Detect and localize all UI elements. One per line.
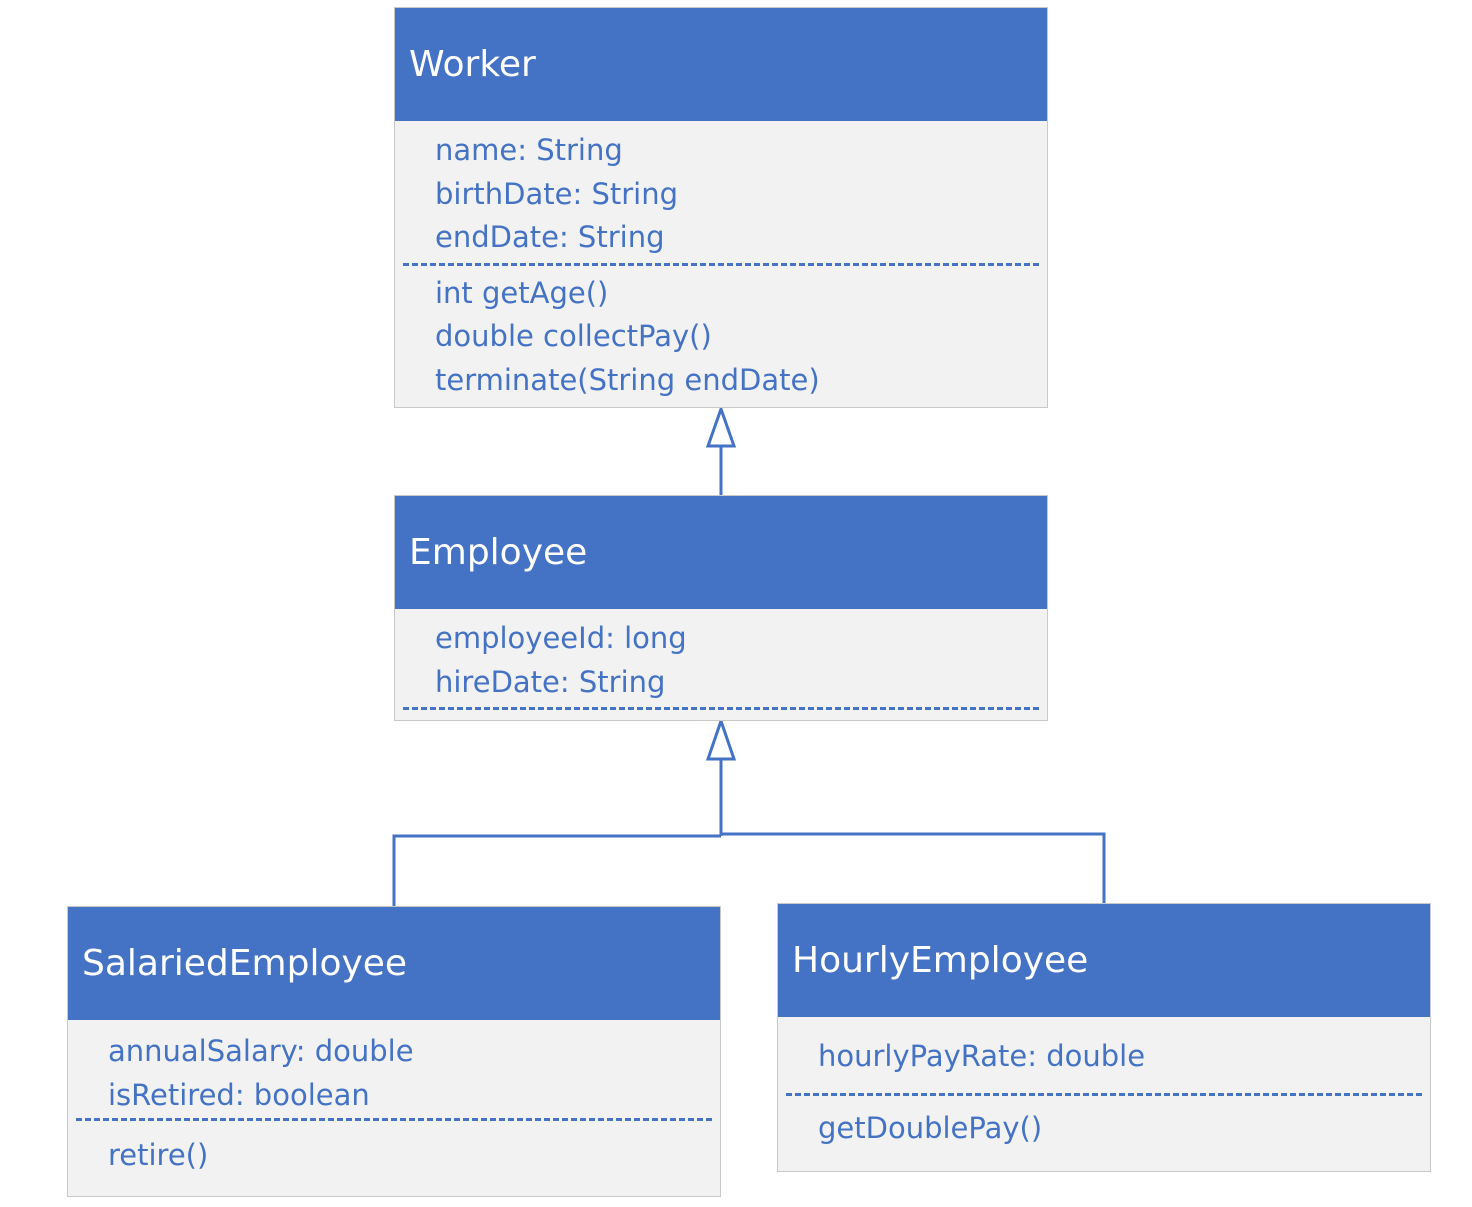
class-salaried-employee-methods: retire() bbox=[68, 1117, 720, 1178]
method: retire() bbox=[108, 1138, 209, 1172]
attribute: name: String bbox=[435, 133, 623, 167]
hourly-to-employee-line bbox=[721, 832, 1106, 903]
class-worker-attributes: name: String birthDate: String endDate: … bbox=[395, 121, 1047, 260]
class-hourly-employee: HourlyEmployee hourlyPayRate: double get… bbox=[777, 903, 1431, 1172]
method: int getAge() bbox=[435, 275, 609, 310]
class-employee-name: Employee bbox=[395, 496, 1047, 609]
method: terminate(String endDate) bbox=[435, 362, 820, 397]
class-salaried-employee-attributes: annualSalary: double isRetired: boolean bbox=[68, 1020, 720, 1117]
attribute: birthDate: String bbox=[435, 176, 678, 211]
attribute: employeeId: long bbox=[435, 621, 687, 655]
class-employee: Employee employeeId: long hireDate: Stri… bbox=[394, 495, 1048, 721]
compartment-separator bbox=[786, 1093, 1422, 1096]
class-hourly-employee-name: HourlyEmployee bbox=[778, 904, 1430, 1017]
salaried-to-employee-line bbox=[392, 834, 721, 906]
class-employee-attributes: employeeId: long hireDate: String bbox=[395, 609, 1047, 704]
class-worker-methods: int getAge() double collectPay() termina… bbox=[395, 260, 1047, 403]
class-worker-name: Worker bbox=[395, 8, 1047, 121]
class-salaried-employee: SalariedEmployee annualSalary: double is… bbox=[67, 906, 721, 1197]
attribute: isRetired: boolean bbox=[108, 1077, 370, 1112]
class-hourly-employee-attributes: hourlyPayRate: double bbox=[778, 1017, 1430, 1079]
attribute: hireDate: String bbox=[435, 664, 666, 699]
compartment-separator bbox=[76, 1118, 712, 1121]
attribute: endDate: String bbox=[435, 220, 665, 254]
class-salaried-employee-name: SalariedEmployee bbox=[68, 907, 720, 1020]
method: getDoublePay() bbox=[818, 1110, 1043, 1145]
class-hourly-employee-methods: getDoublePay() bbox=[778, 1079, 1430, 1151]
worker-generalization-arrowhead bbox=[705, 404, 737, 448]
attribute: hourlyPayRate: double bbox=[818, 1039, 1146, 1073]
class-worker: Worker name: String birthDate: String en… bbox=[394, 7, 1048, 408]
compartment-separator bbox=[403, 263, 1039, 266]
employee-generalization-arrowhead bbox=[705, 716, 737, 761]
attribute: annualSalary: double bbox=[108, 1034, 414, 1068]
compartment-separator bbox=[403, 707, 1039, 710]
method: double collectPay() bbox=[435, 319, 712, 353]
